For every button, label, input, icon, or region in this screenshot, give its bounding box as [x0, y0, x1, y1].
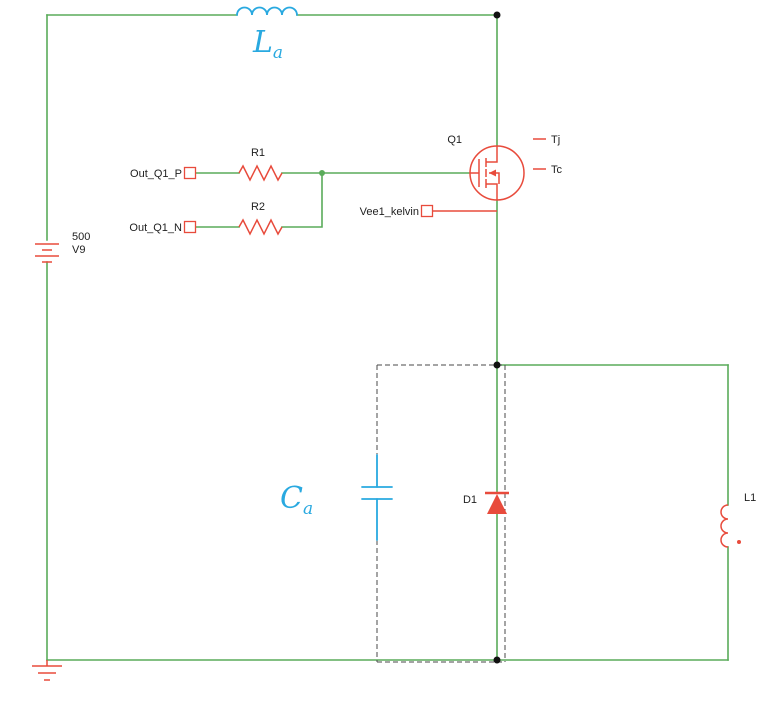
source-value-label: 500 [72, 231, 90, 243]
diode-d1-label: D1 [463, 494, 477, 506]
port-out-q1-n-label: Out_Q1_N [129, 222, 182, 234]
gate-junction-dot [319, 170, 325, 176]
gate-drive: Out_Q1_P Out_Q1_N R1 R2 Vee1_kelvin [129, 147, 497, 236]
resistor-r1[interactable] [238, 164, 283, 182]
inductor-la[interactable]: La [236, 6, 298, 64]
wire-gate-n-up [281, 172, 323, 228]
junction-dot-switch-node [493, 361, 501, 369]
mosfet-source [486, 183, 498, 200]
port-vee1-kelvin[interactable] [420, 204, 434, 218]
capacitor-ca-plates[interactable] [361, 486, 393, 500]
resistor-r2[interactable] [238, 218, 283, 236]
ground-symbol[interactable] [32, 660, 62, 681]
mosfet-arrow [489, 169, 496, 177]
resistor-r2-label: R2 [251, 201, 265, 213]
diode-d1-triangle[interactable] [487, 494, 507, 514]
junction-dot-top [493, 11, 501, 19]
ground-bars[interactable] [32, 660, 62, 681]
mosfet-q1-label: Q1 [447, 134, 462, 146]
pin-tj-label: Tj [551, 134, 560, 146]
mosfet-drain [486, 146, 498, 163]
diode-d1[interactable]: D1 [463, 491, 509, 514]
capacitor-ca-label: Ca [280, 481, 313, 519]
port-out-q1-p-label: Out_Q1_P [130, 168, 182, 180]
mosfet-q1[interactable]: Q1 Tj Tc [447, 134, 563, 201]
resistor-r1-label: R1 [251, 147, 265, 159]
inductor-l1-polarity-dot [737, 540, 741, 544]
junction-dot-bottom [493, 656, 501, 664]
wire-network [46, 14, 729, 661]
inductor-la-label: La [252, 25, 283, 63]
port-out-q1-p[interactable] [183, 166, 197, 180]
inductor-l1[interactable]: L1 [720, 492, 756, 548]
pin-tc-label: Tc [551, 164, 563, 176]
battery-plates[interactable] [35, 243, 59, 263]
capacitor-ca[interactable]: Ca [280, 454, 393, 541]
junction-dots [493, 11, 501, 664]
inductor-la-coil[interactable] [236, 6, 298, 16]
inductor-l1-coil[interactable] [720, 504, 729, 548]
port-out-q1-n[interactable] [183, 220, 197, 234]
port-vee1-kelvin-label: Vee1_kelvin [360, 206, 419, 218]
source-name-label: V9 [72, 244, 85, 256]
dashed-region [376, 364, 506, 663]
voltage-source-v9[interactable]: 500 V9 [35, 231, 90, 263]
inductor-l1-label: L1 [744, 492, 756, 504]
